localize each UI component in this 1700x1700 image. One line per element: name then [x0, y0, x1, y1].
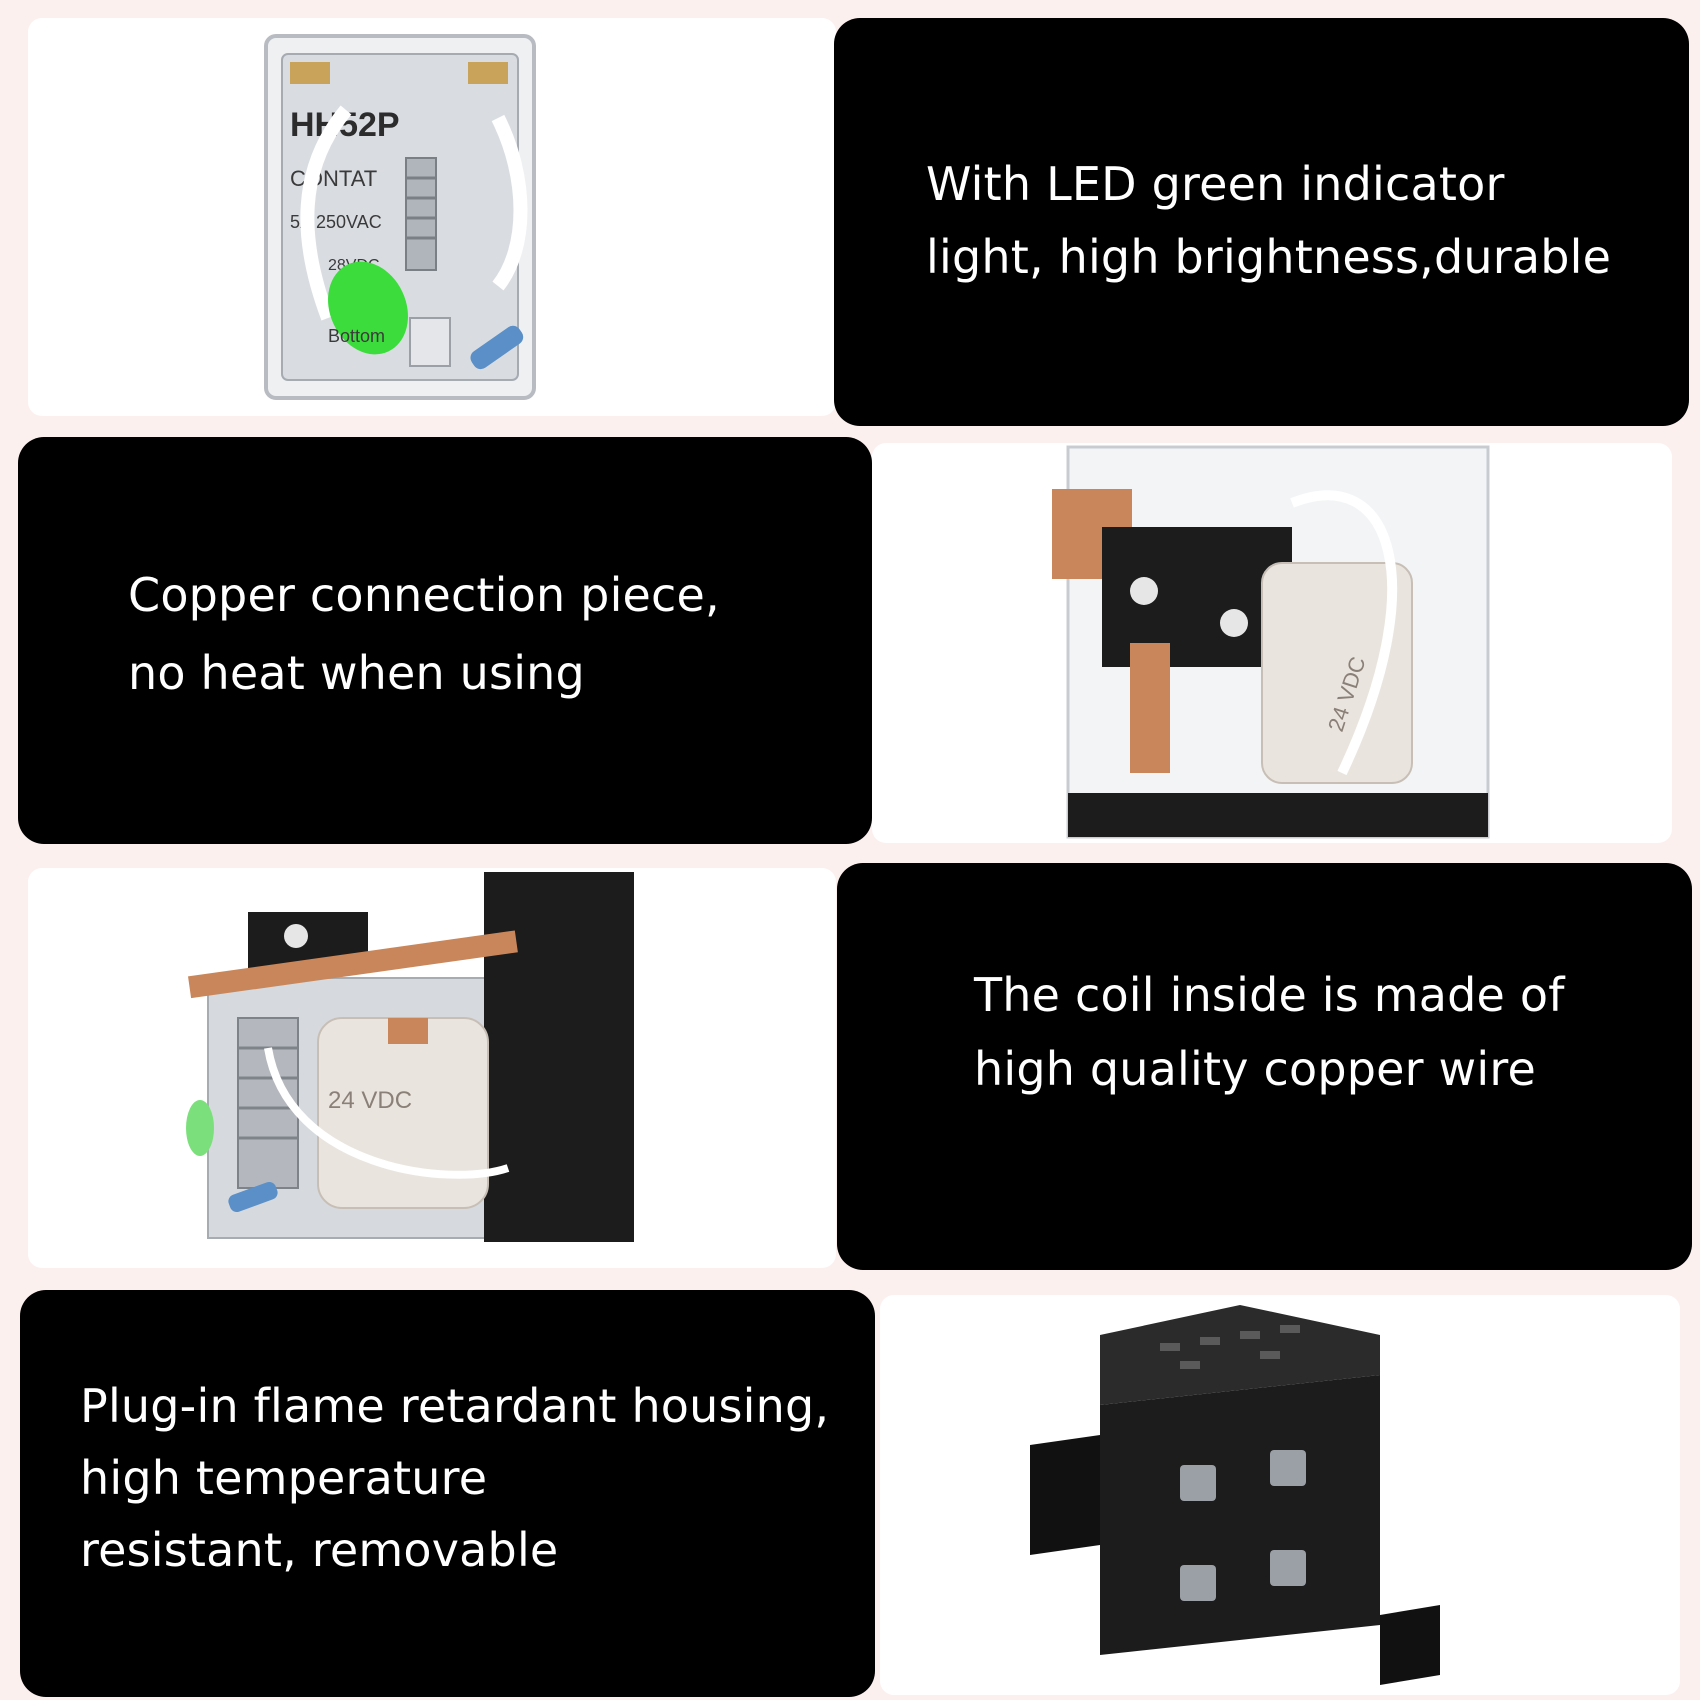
copper-strip-middle	[1130, 643, 1170, 773]
screw-terminal-icon	[1270, 1550, 1306, 1586]
relay-side-illustration: 24 VDC	[1052, 445, 1490, 839]
feature-housing-line-2: high temperature	[80, 1451, 488, 1505]
coil-cylinder	[1261, 562, 1413, 784]
wire-left	[300, 105, 352, 321]
resistor-icon	[228, 1181, 278, 1213]
feature-housing-line-3: resistant, removable	[80, 1523, 559, 1577]
feature-coil-line-1: The coil inside is made of	[974, 968, 1565, 1022]
coil-vdc-label: 24 VDC	[328, 1087, 412, 1114]
screw-terminal-icon	[1270, 1450, 1306, 1486]
resistor-icon	[470, 325, 524, 370]
relay-front-photo: HH52P CONTAT 5A 250VAC 28VDC Bottom	[28, 18, 836, 416]
terminal-top-right	[468, 62, 508, 84]
relay-socket-photo	[880, 1295, 1680, 1695]
socket-body	[1100, 1375, 1380, 1655]
green-led-icon	[186, 1100, 214, 1156]
feature-led-line-1: With LED green indicator	[926, 157, 1505, 211]
relay-open-photo: 24 VDC	[28, 868, 836, 1268]
feature-housing-line-1: Plug-in flame retardant housing,	[80, 1379, 830, 1433]
relay-led-base	[409, 317, 451, 367]
relay-bottom-label: Bottom	[328, 326, 385, 346]
feature-copper-line-2: no heat when using	[128, 646, 585, 700]
relay-spring	[405, 157, 437, 271]
wire-right	[491, 114, 528, 291]
coil-wire	[1290, 490, 1397, 776]
green-led-icon	[328, 261, 408, 355]
coil-copper-cap	[388, 1018, 428, 1044]
feature-led-line-2: light, high brightness,durable	[926, 230, 1612, 284]
relay-base	[1068, 793, 1488, 837]
screw-terminal-icon	[1180, 1565, 1216, 1601]
socket-din-rail-right	[1380, 1605, 1440, 1685]
socket-din-rail-left	[1030, 1435, 1100, 1555]
socket-top	[1100, 1305, 1380, 1405]
relay-front-illustration: HH52P CONTAT 5A 250VAC 28VDC Bottom	[264, 34, 536, 400]
relay-socket-illustration	[1030, 1305, 1440, 1685]
relay-side-photo: 24 VDC	[872, 443, 1672, 843]
feature-coil-card: The coil inside is made of high quality …	[837, 863, 1692, 1270]
feature-housing-card: Plug-in flame retardant housing, high te…	[20, 1290, 875, 1697]
copper-contact-arm	[188, 930, 518, 999]
coil-wire	[264, 1047, 510, 1179]
feature-coil-line-2: high quality copper wire	[974, 1042, 1536, 1096]
relay-open-illustration: 24 VDC	[186, 872, 634, 1242]
screw-terminal-icon	[1180, 1465, 1216, 1501]
feature-copper-line-1: Copper connection piece,	[128, 568, 720, 622]
terminal-top-left	[290, 62, 330, 84]
relay-black-housing	[484, 872, 634, 1242]
feature-led-card: With LED green indicator light, high bri…	[834, 18, 1689, 426]
feature-copper-card: Copper connection piece, no heat when us…	[18, 437, 872, 844]
